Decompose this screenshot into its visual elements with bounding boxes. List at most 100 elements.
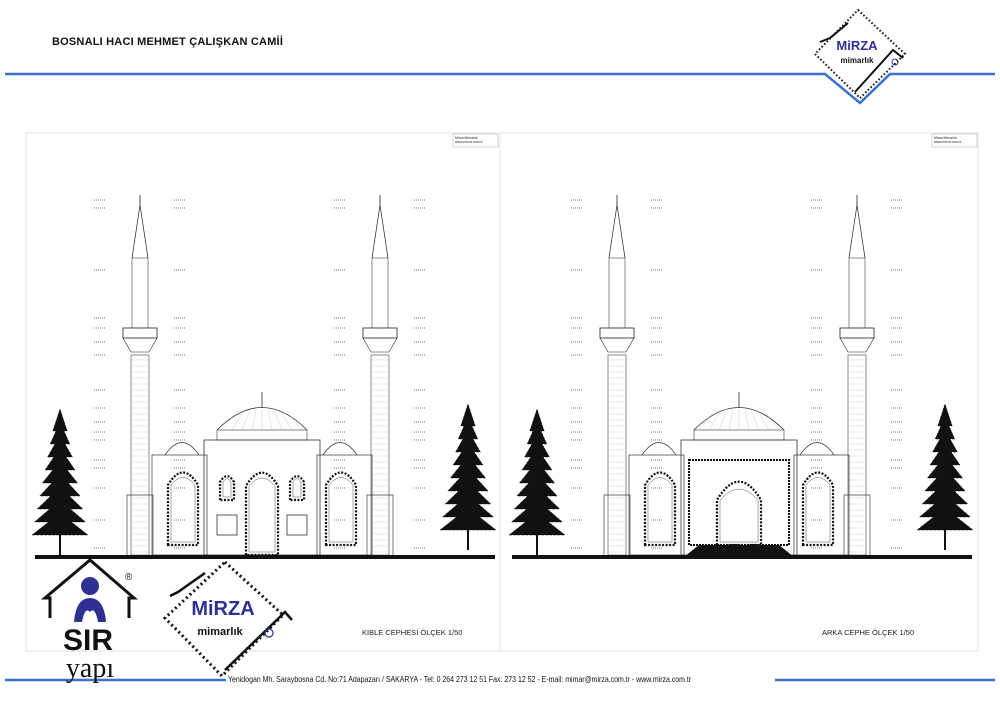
line-work <box>231 409 245 431</box>
tree-foliage <box>39 473 81 497</box>
window-arch <box>166 471 200 547</box>
project-title: BOSNALI HACI MEHMET ÇALIŞKAN CAMİİ <box>52 36 284 48</box>
tree-foliage <box>937 403 953 427</box>
tree-foliage <box>526 421 548 445</box>
small-dome <box>641 442 677 456</box>
window-arch <box>288 475 306 502</box>
line-work <box>805 477 831 543</box>
window-arch <box>643 471 677 547</box>
minaret-cone <box>131 204 149 259</box>
minaret-cone <box>371 204 389 259</box>
tree-foliage <box>508 512 566 536</box>
line-work <box>292 478 302 498</box>
svg-text:SIR: SIR <box>63 624 113 657</box>
svg-text:mimarlık: mimarlık <box>197 626 243 638</box>
caption-arka: ARKA CEPHE ÖLÇEK 1/50 <box>822 628 915 637</box>
minaret-cone <box>608 204 626 259</box>
tree-foliage <box>36 486 84 510</box>
minaret-shaft <box>130 354 150 556</box>
portal-frame <box>688 459 790 546</box>
window-arch <box>218 475 236 502</box>
svg-text:yapı: yapı <box>66 653 114 684</box>
tree-foliage <box>510 499 564 523</box>
small-dome <box>799 442 835 456</box>
drawing-frame <box>25 132 979 652</box>
drum <box>216 429 308 441</box>
svg-text:MiRZA: MiRZA <box>191 598 254 620</box>
tree-foliage <box>449 455 487 479</box>
minaret-upper <box>131 257 149 329</box>
elevation-arka <box>508 195 974 559</box>
line-work <box>839 337 875 353</box>
tree-foliage <box>41 460 79 484</box>
line-work <box>241 409 251 431</box>
tree-foliage <box>932 429 958 453</box>
tree-foliage <box>529 408 545 432</box>
line-work <box>248 477 276 553</box>
tree-foliage <box>455 429 481 453</box>
minaret-shaft <box>370 354 390 556</box>
tree-foliage <box>524 434 550 458</box>
line-work <box>362 337 398 353</box>
tree-foliage <box>444 481 492 505</box>
portal-arch <box>715 480 763 547</box>
window-arch <box>801 471 835 547</box>
tree-foliage <box>457 416 479 440</box>
minaret-base <box>126 494 154 555</box>
svg-text:mimarlık: mimarlık <box>841 56 874 65</box>
tree-foliage <box>33 499 87 523</box>
minaret-balcony <box>362 327 398 339</box>
footer-address: Yenidogan Mh. Saraybosna Cd. No:71 Adapa… <box>228 674 692 684</box>
line-work <box>251 409 257 431</box>
line-work <box>719 488 759 543</box>
line-work <box>708 409 722 431</box>
mirza-logo-header: MiRZA mimarlık <box>813 8 907 100</box>
tree-foliage <box>516 473 558 497</box>
line-work <box>222 478 232 498</box>
mirza-logo-footer: MiRZA mimarlık <box>162 559 293 679</box>
small-dome <box>322 442 358 456</box>
elevation-kible <box>31 195 497 559</box>
line-work <box>698 409 716 431</box>
line-work <box>762 409 780 431</box>
sir-yapi-logo: ® SIR yapı <box>40 558 139 684</box>
minaret-base <box>366 494 394 555</box>
tree-foliage <box>916 507 974 531</box>
minaret-balcony <box>839 327 875 339</box>
window <box>286 514 308 536</box>
tree-foliage <box>513 486 561 510</box>
tree-foliage <box>47 434 73 458</box>
minaret-upper <box>608 257 626 329</box>
line-work <box>744 409 750 431</box>
tree-foliage <box>921 481 969 505</box>
svg-text:®: ® <box>125 572 133 583</box>
tree-foliage <box>441 494 495 518</box>
tree-foliage <box>52 408 68 432</box>
minaret-base <box>843 494 871 555</box>
central-arch <box>244 471 280 557</box>
line-work <box>750 409 760 431</box>
tree-foliage <box>926 455 964 479</box>
tree-foliage <box>460 403 476 427</box>
tree-foliage <box>929 442 961 466</box>
tree-foliage <box>49 421 71 445</box>
line-work <box>267 409 273 431</box>
line-work <box>221 409 239 431</box>
caption-kible: KIBLE CEPHESİ ÖLÇEK 1/50 <box>362 628 463 637</box>
line-work <box>285 409 303 431</box>
tree-foliage <box>31 512 89 536</box>
window <box>216 514 238 536</box>
tree-foliage <box>439 507 497 531</box>
svg-text:MiRZA: MiRZA <box>836 38 878 53</box>
minaret-balcony <box>122 327 158 339</box>
tree-foliage <box>521 447 553 471</box>
entrance-stairs <box>684 545 794 557</box>
minaret-upper <box>371 257 389 329</box>
tree-foliage <box>924 468 966 492</box>
tree-foliage <box>452 442 484 466</box>
drum <box>693 429 785 441</box>
tree-foliage <box>918 494 972 518</box>
line-work <box>273 409 283 431</box>
